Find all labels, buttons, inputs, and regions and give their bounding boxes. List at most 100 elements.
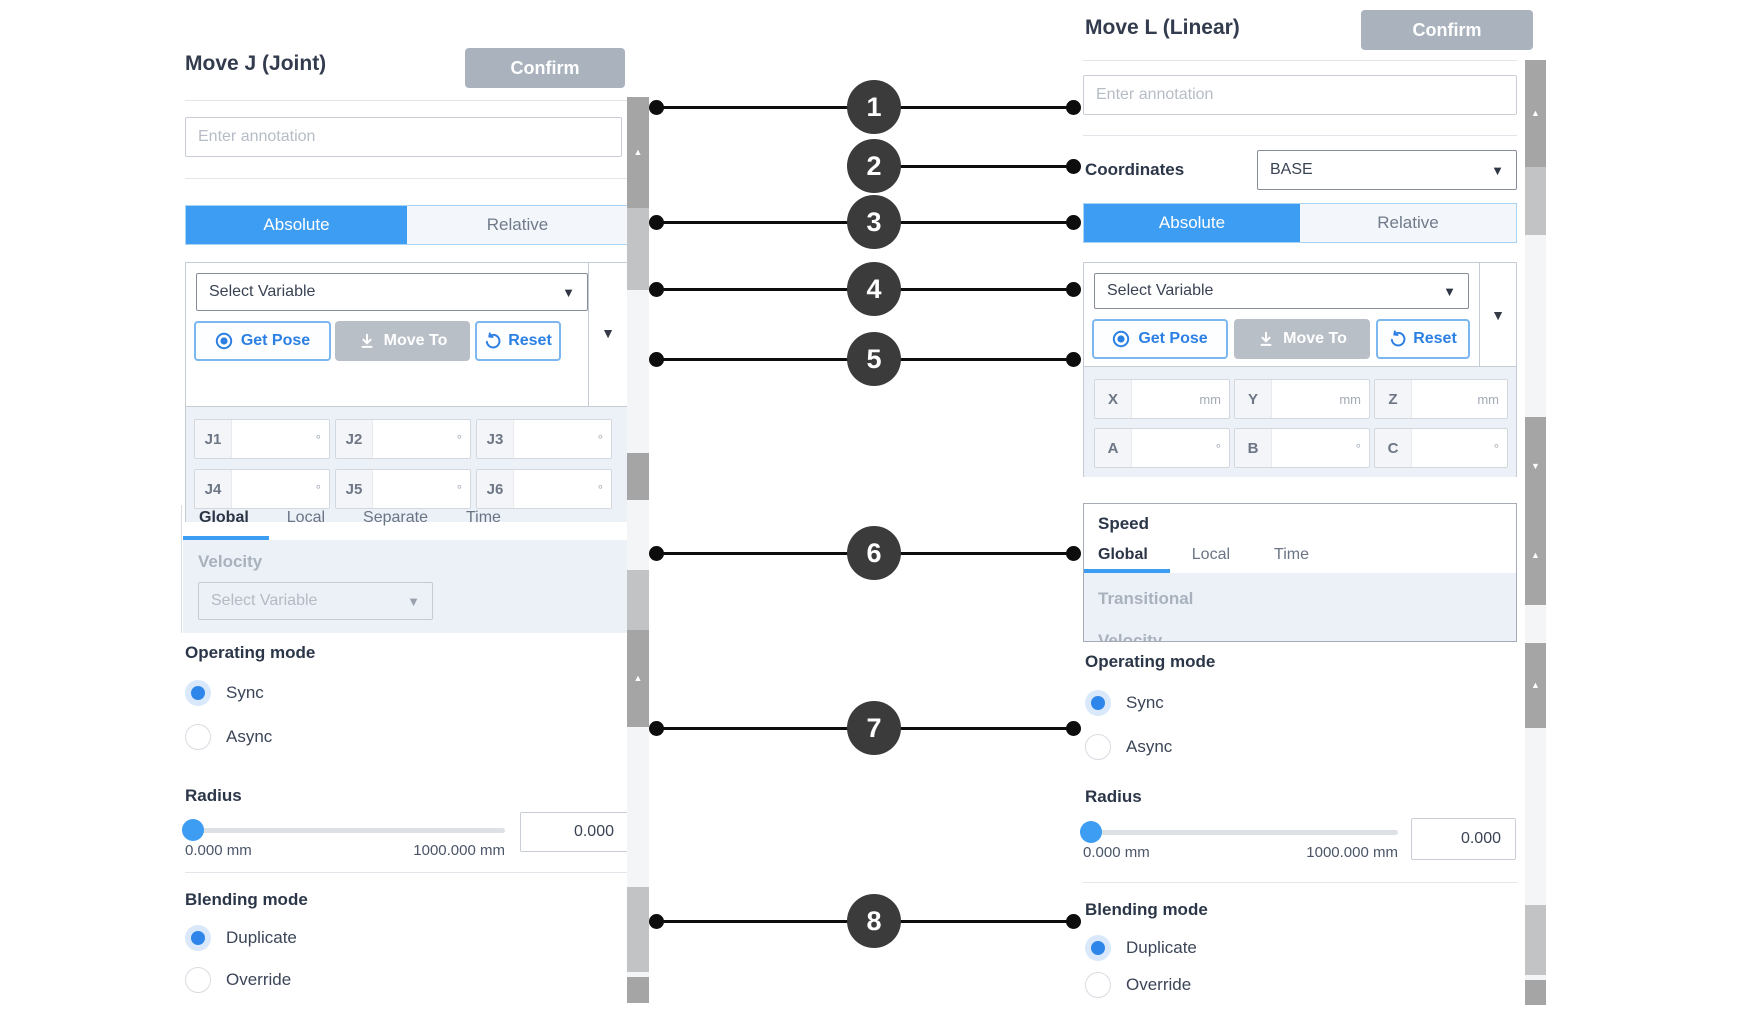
joint-field-j6[interactable]: J6 °: [476, 469, 612, 509]
scrollbar-thumb[interactable]: [1525, 980, 1546, 1005]
reset-button[interactable]: Reset: [1376, 319, 1470, 359]
callout-line-3-right: [899, 221, 1073, 224]
tab-time[interactable]: Time: [1274, 546, 1309, 563]
pose-field-b[interactable]: B °: [1234, 428, 1370, 468]
tab-relative[interactable]: Relative: [407, 206, 628, 244]
tab-local[interactable]: Local: [286, 509, 326, 526]
scrollbar-thumb[interactable]: [1525, 167, 1546, 235]
get-pose-button[interactable]: Get Pose: [1092, 319, 1228, 359]
scrollbar-thumb[interactable]: ▼ ▲: [1525, 417, 1546, 605]
radius-slider[interactable]: [182, 819, 505, 841]
reset-button[interactable]: Reset: [475, 321, 561, 361]
scrollbar-thumb[interactable]: ▲: [1525, 643, 1546, 728]
divider: [185, 100, 629, 101]
callout-8: 8: [847, 894, 901, 948]
get-pose-button[interactable]: Get Pose: [194, 321, 331, 361]
scrollbar-thumb[interactable]: [627, 977, 649, 1003]
joint-field-j1[interactable]: J1 °: [194, 419, 330, 459]
radio-sync[interactable]: Sync: [185, 680, 264, 706]
joint-field-j3[interactable]: J3 °: [476, 419, 612, 459]
scroll-down-icon[interactable]: ▼: [1531, 461, 1540, 471]
pose-field-c[interactable]: C °: [1374, 428, 1508, 468]
slider-thumb[interactable]: [182, 819, 204, 841]
joint-field-label: J3: [477, 420, 514, 458]
pose-field-z[interactable]: Z mm: [1374, 379, 1508, 419]
move-to-button[interactable]: Move To: [335, 321, 470, 361]
callout-4: 4: [847, 262, 901, 316]
variable-select[interactable]: Select Variable ▼: [196, 273, 588, 311]
absolute-relative-tabs: Absolute Relative: [1083, 203, 1517, 243]
scrollbar-thumb[interactable]: [1525, 905, 1546, 975]
scrollbar-thumb[interactable]: ▲: [627, 97, 649, 208]
radio-sync[interactable]: Sync: [1085, 690, 1164, 716]
move-l-scrollbar[interactable]: ▲ ▼ ▲ ▲: [1525, 60, 1546, 1005]
annotation-input[interactable]: [185, 117, 622, 157]
tab-local[interactable]: Local: [1191, 546, 1231, 563]
tab-relative[interactable]: Relative: [1300, 204, 1516, 242]
radio-override[interactable]: Override: [185, 967, 291, 993]
tab-time[interactable]: Time: [465, 509, 501, 526]
tab-absolute[interactable]: Absolute: [186, 206, 407, 244]
joint-field-j2[interactable]: J2 °: [335, 419, 471, 459]
annotation-input[interactable]: [1083, 75, 1517, 115]
scrollbar-thumb[interactable]: ▲: [1525, 60, 1546, 167]
joint-field-j5[interactable]: J5 °: [335, 469, 471, 509]
reset-icon: [1389, 330, 1407, 348]
radius-label: Radius: [185, 786, 242, 805]
scroll-up-icon[interactable]: ▲: [1531, 108, 1540, 118]
joint-field-j4[interactable]: J4 °: [194, 469, 330, 509]
pose-field-label: Z: [1375, 380, 1412, 418]
callout-dot: [1066, 352, 1081, 367]
speed-tab-bar: Global Local Separate Time: [199, 509, 501, 527]
radio-async[interactable]: Async: [1085, 734, 1172, 760]
download-arrow-icon: [1257, 330, 1275, 348]
radius-value-input[interactable]: 0.000: [520, 812, 629, 852]
divider: [1479, 263, 1480, 366]
collapse-chevron-icon[interactable]: ▼: [1491, 307, 1505, 323]
confirm-button[interactable]: Confirm: [465, 48, 625, 88]
radius-slider[interactable]: [1080, 821, 1398, 843]
joint-field-label: J4: [195, 470, 232, 508]
radio-duplicate[interactable]: Duplicate: [185, 925, 297, 951]
velocity-variable-select[interactable]: Select Variable ▼: [198, 582, 433, 620]
slider-thumb[interactable]: [1080, 821, 1102, 843]
confirm-button[interactable]: Confirm: [1361, 10, 1533, 50]
radio-override[interactable]: Override: [1085, 972, 1191, 998]
scrollbar-thumb[interactable]: [627, 570, 649, 630]
pose-field-label: X: [1095, 380, 1132, 418]
coordinates-select[interactable]: BASE ▼: [1257, 150, 1517, 190]
clipped-velocity-label: Velocity: [1098, 631, 1163, 642]
scroll-up-icon[interactable]: ▲: [1531, 680, 1540, 690]
scrollbar-thumb[interactable]: [627, 887, 649, 972]
radio-duplicate[interactable]: Duplicate: [1085, 935, 1197, 961]
speed-tab-bar: Global Local Time: [1098, 546, 1309, 564]
tab-separate[interactable]: Separate: [363, 509, 428, 526]
pose-field-x[interactable]: X mm: [1094, 379, 1230, 419]
tab-absolute[interactable]: Absolute: [1084, 204, 1300, 242]
scrollbar-thumb[interactable]: [627, 453, 649, 500]
pose-field-y[interactable]: Y mm: [1234, 379, 1370, 419]
scroll-up-icon[interactable]: ▲: [1531, 550, 1540, 560]
tab-global[interactable]: Global: [1098, 546, 1148, 563]
pose-field-a[interactable]: A °: [1094, 428, 1230, 468]
callout-7: 7: [847, 701, 901, 755]
radius-value-input[interactable]: 0.000: [1411, 818, 1516, 860]
move-to-button[interactable]: Move To: [1234, 319, 1370, 359]
scroll-up-icon[interactable]: ▲: [633, 147, 643, 157]
page-title: Move J (Joint): [185, 52, 327, 75]
callout-2: 2: [847, 139, 901, 193]
variable-select[interactable]: Select Variable ▼: [1094, 273, 1469, 309]
move-j-scrollbar[interactable]: ▲ ▲: [627, 97, 649, 1003]
callout-dot: [1066, 721, 1081, 736]
divider: [588, 263, 589, 406]
scrollbar-thumb[interactable]: ▲: [627, 630, 649, 727]
scrollbar-thumb[interactable]: [627, 208, 649, 290]
radius-label: Radius: [1085, 787, 1142, 806]
scroll-up-icon[interactable]: ▲: [633, 673, 643, 683]
tab-global[interactable]: Global: [199, 509, 249, 526]
callout-1: 1: [847, 80, 901, 134]
collapse-chevron-icon[interactable]: ▼: [601, 325, 615, 341]
radio-async[interactable]: Async: [185, 724, 272, 750]
reset-label: Reset: [508, 332, 552, 349]
radio-unselected-icon: [1085, 734, 1111, 760]
